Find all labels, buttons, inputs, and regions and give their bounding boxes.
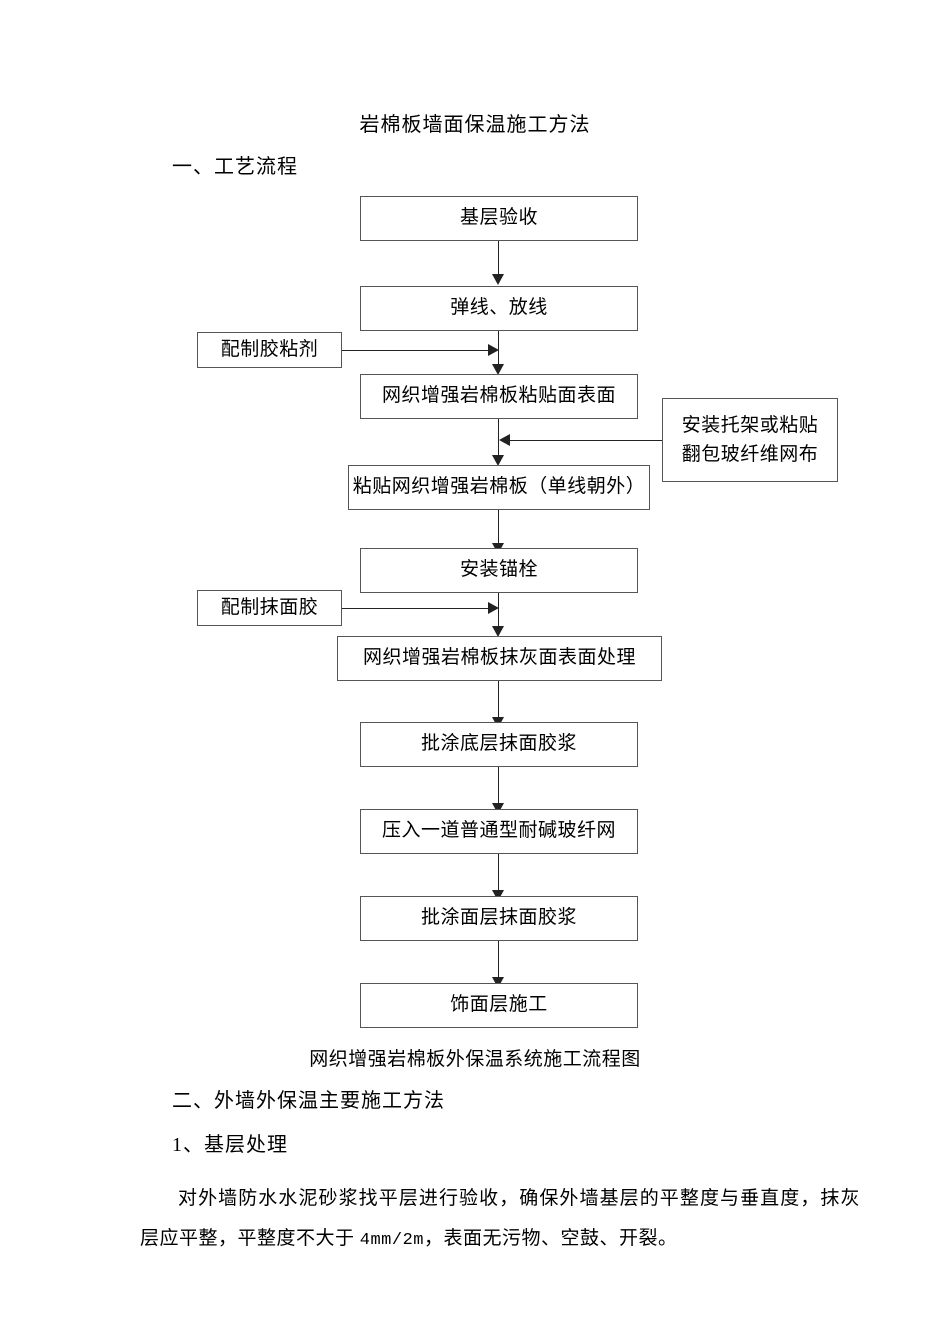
heading-section-1: 一、工艺流程 (172, 156, 298, 178)
flow-node-base-plaster-coat: 批涂底层抹面胶浆 (360, 722, 638, 767)
flow-node-plaster-surface-treatment: 网织增强岩棉板抹灰面表面处理 (337, 636, 662, 681)
arrowhead-n1-n2 (492, 274, 504, 285)
flow-node-embed-mesh: 压入一道普通型耐碱玻纤网 (360, 809, 638, 854)
flow-node-install-bracket-line1: 安装托架或粘贴 (681, 415, 819, 436)
body-paragraph-measure: 4mm/2m (359, 1231, 424, 1250)
flow-node-prepare-adhesive: 配制胶粘剂 (197, 332, 342, 368)
connector-bracket-to-main (510, 440, 662, 441)
heading-section-2-sub-1: 1、基层处理 (172, 1134, 288, 1156)
flow-node-finish-layer-construction: 饰面层施工 (360, 983, 638, 1028)
connector-n9-n10 (498, 941, 499, 979)
connector-adhesive-to-main (342, 350, 490, 351)
arrowhead-n7-n8 (492, 803, 504, 814)
flow-node-install-anchor: 安装锚栓 (360, 548, 638, 593)
page-title: 岩棉板墙面保温施工方法 (359, 114, 591, 136)
arrowhead-n5-n6 (492, 626, 504, 637)
flow-node-finish-plaster-coat: 批涂面层抹面胶浆 (360, 896, 638, 941)
connector-n3-n4 (498, 419, 499, 457)
body-paragraph-part1: 对外墙防水水泥砂浆找平层进行验收，确保外墙基层的平整度与垂直度，抹灰层应平整，平… (140, 1188, 860, 1249)
arrowhead-bracket-to-main (499, 434, 510, 446)
flow-node-paste-board: 粘贴网织增强岩棉板（单线朝外） (348, 465, 650, 510)
arrowhead-plaster-to-main (488, 602, 499, 614)
heading-section-2: 二、外墙外保温主要施工方法 (172, 1090, 445, 1112)
flow-node-bonding-surface: 网织增强岩棉板粘贴面表面 (360, 374, 638, 419)
arrowhead-adhesive-to-main (488, 344, 499, 356)
connector-n1-n2 (498, 241, 499, 274)
arrowhead-n3-n4 (492, 455, 504, 466)
arrowhead-n9-n10 (492, 977, 504, 988)
body-paragraph-part2: ，表面无污物、空鼓、开裂。 (423, 1228, 678, 1249)
flow-node-base-acceptance: 基层验收 (360, 196, 638, 241)
connector-plaster-to-main (342, 608, 490, 609)
flow-node-prepare-plaster: 配制抹面胶 (197, 590, 342, 626)
flow-node-install-bracket-line2: 翻包玻纤维网布 (681, 444, 819, 465)
flow-node-line-marking: 弹线、放线 (360, 286, 638, 331)
flow-node-install-bracket: 安装托架或粘贴 翻包玻纤维网布 (662, 398, 838, 482)
body-paragraph-base-treatment: 对外墙防水水泥砂浆找平层进行验收，确保外墙基层的平整度与垂直度，抹灰层应平整，平… (140, 1179, 860, 1261)
connector-n8-n9 (498, 854, 499, 892)
process-flowchart: 基层验收 弹线、放线 配制胶粘剂 网织增强岩棉板粘贴面表面 安装托架或粘贴 翻包… (197, 196, 838, 1028)
connector-n4-n5 (498, 510, 499, 543)
figure-caption: 网织增强岩棉板外保温系统施工流程图 (309, 1049, 641, 1070)
connector-n6-n7 (498, 681, 499, 719)
connector-n7-n8 (498, 767, 499, 805)
arrowhead-n2-n3 (492, 364, 504, 375)
arrowhead-n8-n9 (492, 890, 504, 901)
